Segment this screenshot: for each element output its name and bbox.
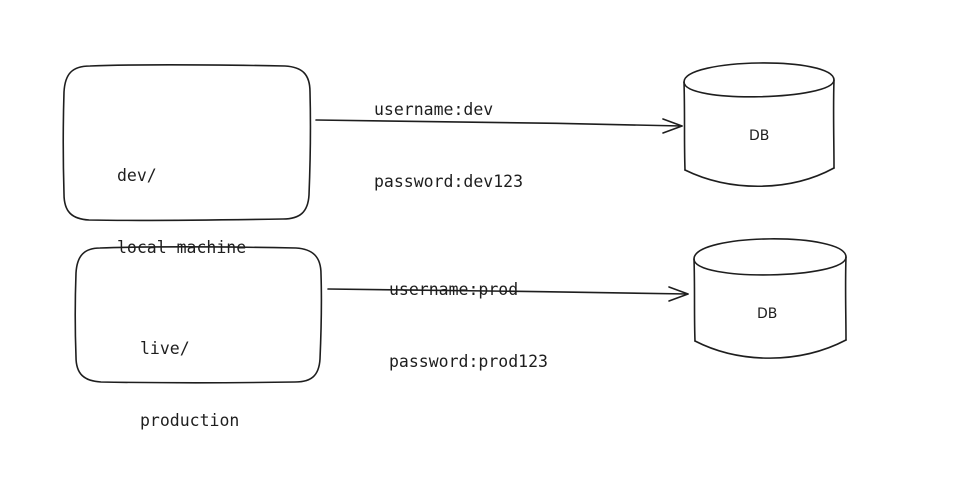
prod-db-label: DB: [757, 306, 778, 322]
diagram-canvas: username:dev password:dev123 username:pr…: [62, 50, 847, 430]
diagram-shapes: [62, 62, 847, 384]
dev-db-cylinder: [683, 62, 835, 188]
dev-password-text: password:dev123: [374, 172, 524, 191]
dev-connection-label: username:dev password:dev123: [374, 50, 523, 242]
dev-environment-label: dev/ local machine: [117, 116, 246, 308]
dev-environment-line2: local machine: [117, 238, 247, 257]
production-environment-box: [74, 246, 323, 384]
prod-connection-label: username:prod password:prod123: [389, 230, 548, 422]
prod-connection-arrow: [327, 288, 689, 295]
dev-environment-box: [62, 64, 312, 222]
prod-db-cylinder: [693, 238, 847, 359]
production-environment-label: live/ production: [140, 289, 239, 481]
dev-username-text: username:dev: [374, 100, 494, 119]
dev-environment-line1: dev/: [117, 166, 157, 185]
dev-connection-arrow: [315, 119, 683, 127]
prod-password-text: password:prod123: [389, 352, 548, 371]
production-environment-line2: production: [140, 411, 240, 430]
production-environment-line1: live/: [140, 339, 190, 358]
prod-username-text: username:prod: [389, 280, 519, 299]
dev-db-label: DB: [749, 128, 770, 144]
prod-connection-arrowhead: [668, 286, 689, 302]
dev-connection-arrowhead: [662, 118, 683, 134]
